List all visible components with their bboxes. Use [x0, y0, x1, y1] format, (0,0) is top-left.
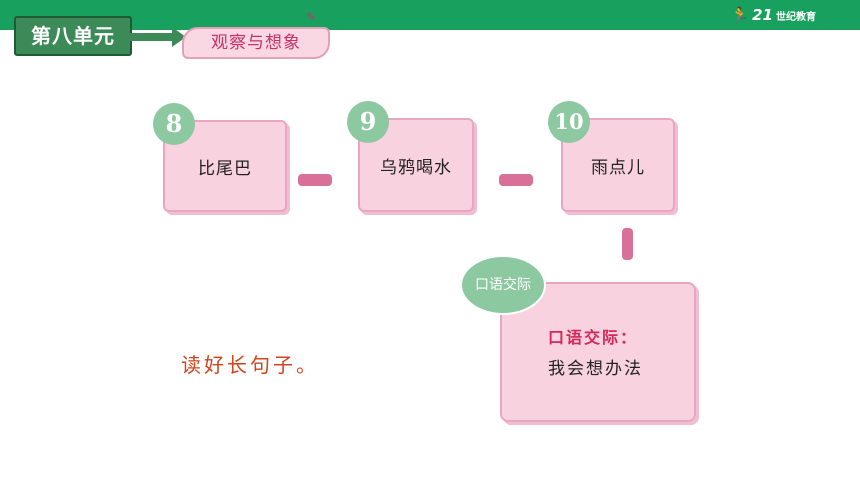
oral-card[interactable]: 口语交际： 我会想办法 — [500, 282, 696, 422]
section-tag: 观察与想象 — [182, 27, 330, 59]
arrow-connector — [298, 174, 332, 186]
brand-logo: 🏃 21 世纪教育 — [730, 5, 816, 25]
pin-icon: ✎ — [306, 10, 317, 24]
lesson-title: 比尾巴 — [198, 158, 252, 179]
lesson-card[interactable]: 雨点儿 — [561, 118, 675, 212]
arrow-connector-down — [622, 228, 633, 260]
brand-number: 21 — [752, 6, 773, 24]
arrow-right-icon — [128, 27, 186, 47]
oral-badge: 口语交际 — [460, 255, 546, 315]
lesson-number-badge: 9 — [347, 101, 389, 143]
unit-badge: 第八单元 — [14, 16, 132, 56]
lesson-card[interactable]: 比尾巴 — [163, 120, 287, 212]
lesson-number-badge: 10 — [548, 101, 590, 143]
read-instruction: 读好长句子。 — [181, 353, 319, 377]
lesson-title: 乌鸦喝水 — [380, 157, 452, 178]
top-bar: 🏃 21 世纪教育 — [0, 0, 860, 30]
oral-title: 口语交际： — [548, 328, 639, 347]
oral-subtitle: 我会想办法 — [548, 359, 643, 379]
brand-text: 世纪教育 — [776, 11, 816, 23]
lesson-number-badge: 8 — [153, 103, 195, 145]
lesson-title: 雨点儿 — [591, 157, 645, 178]
arrow-connector — [499, 174, 533, 186]
runner-icon: 🏃 — [730, 6, 750, 24]
